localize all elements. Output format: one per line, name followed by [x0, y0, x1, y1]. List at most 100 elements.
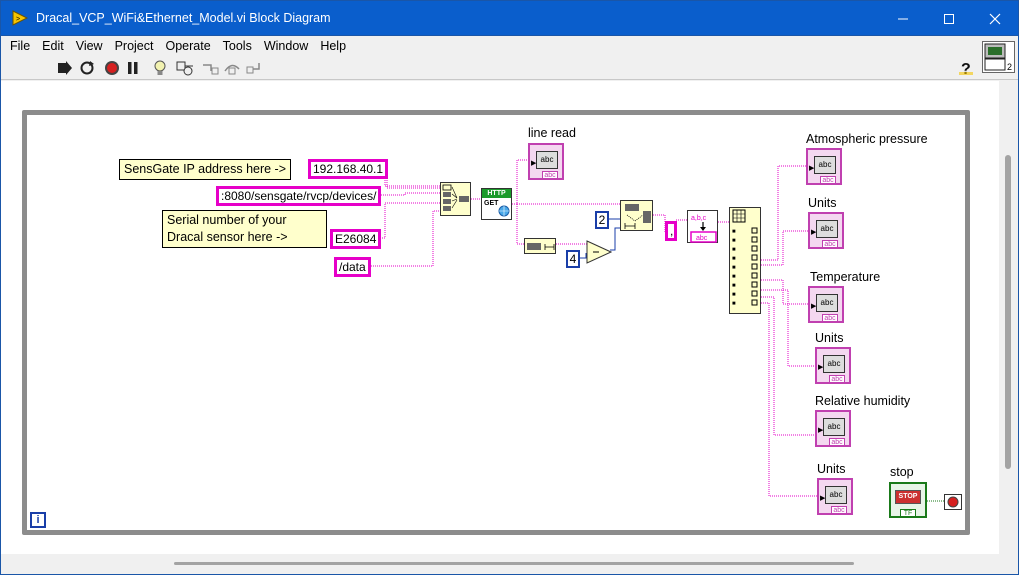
step-into-icon: [203, 64, 219, 75]
svg-text:■: ■: [732, 238, 736, 244]
indicator-arrow-icon: ▶: [818, 364, 824, 371]
help-question-icon: ?: [959, 61, 973, 78]
svg-text:■: ■: [732, 247, 736, 253]
ip-address-constant[interactable]: 192.168.40.1: [308, 159, 389, 179]
step-over-icon: [224, 64, 240, 75]
comma-delimiter-constant[interactable]: ,: [665, 221, 677, 241]
string-length-icon: [527, 243, 555, 250]
maximize-button[interactable]: [926, 1, 972, 37]
string-type-badge: abc: [822, 240, 838, 248]
vi-icon-connector-pane[interactable]: 2: [982, 41, 1015, 73]
step-into-button[interactable]: [201, 59, 219, 77]
temperature-label: Temperature: [810, 270, 881, 284]
menu-help[interactable]: Help: [320, 39, 347, 53]
http-get-label: GET: [484, 200, 499, 207]
while-loop[interactable]: [22, 110, 970, 535]
menu-edit[interactable]: Edit: [42, 39, 64, 53]
spreadsheet-string-to-array-node[interactable]: a,b,c abc: [687, 210, 718, 243]
svg-text:■: ■: [732, 256, 736, 262]
loop-condition-terminal[interactable]: [944, 494, 962, 510]
retain-wire-values-icon: [176, 61, 193, 76]
svg-text:a,b,c: a,b,c: [691, 215, 707, 222]
menu-operate[interactable]: Operate: [165, 39, 211, 53]
string-length-node[interactable]: [524, 238, 556, 254]
svg-text:■: ■: [732, 265, 736, 271]
subtract-node[interactable]: [586, 240, 612, 264]
minimize-icon: [898, 18, 908, 20]
vertical-scroll-thumb[interactable]: [1005, 155, 1011, 469]
run-button[interactable]: [56, 59, 74, 77]
string-type-badge: abc: [542, 171, 558, 179]
boolean-type-badge: TF: [900, 509, 916, 517]
context-help-button[interactable]: ?: [959, 58, 975, 78]
connector-number: 2: [1006, 62, 1012, 72]
serial-number-constant[interactable]: E26084: [330, 229, 382, 249]
path-constant[interactable]: :8080/sensgate/rvcp/devices/: [216, 186, 382, 206]
indicator-arrow-icon: ▶: [811, 303, 817, 310]
step-over-button[interactable]: [223, 59, 241, 77]
http-get-header: HTTP: [482, 189, 511, 198]
indicator-arrow-icon: ▶: [531, 160, 537, 167]
step-out-icon: [246, 63, 260, 74]
search-split-string-node[interactable]: [620, 200, 653, 231]
comment-ip[interactable]: SensGate IP address here ->: [119, 159, 292, 180]
run-arrow-icon: [58, 61, 72, 75]
stop-label: stop: [890, 465, 914, 479]
stop-button-control[interactable]: STOP TF: [889, 482, 927, 518]
indicator-arrow-icon: ▶: [809, 165, 815, 172]
toolbar: [0, 56, 1019, 80]
svg-text:■: ■: [732, 283, 736, 289]
vi-icon: [984, 43, 1006, 71]
concatenate-strings-node[interactable]: [440, 182, 471, 216]
menu-file[interactable]: File: [10, 39, 31, 53]
svg-text:■: ■: [732, 229, 736, 235]
lightbulb-icon: [154, 60, 166, 75]
loop-iteration-terminal[interactable]: i: [30, 512, 46, 528]
numeric-constant-4[interactable]: 4: [566, 250, 580, 268]
temperature-indicator[interactable]: ▶ abc abc: [808, 286, 844, 323]
numeric-constant-2[interactable]: 2: [595, 211, 609, 229]
string-type-badge: abc: [829, 438, 845, 446]
abort-button[interactable]: [103, 59, 121, 77]
menu-view[interactable]: View: [75, 39, 103, 53]
line-read-label: line read: [528, 126, 576, 140]
horizontal-scroll-thumb[interactable]: [174, 562, 854, 565]
retain-wire-values-button[interactable]: [176, 59, 194, 77]
run-continuously-icon: [80, 61, 94, 75]
step-out-button[interactable]: [245, 59, 263, 77]
units2-indicator[interactable]: ▶ abc abc: [815, 347, 851, 384]
indicator-arrow-icon: ▶: [820, 495, 826, 502]
atm-pressure-indicator[interactable]: ▶ abc abc: [806, 148, 842, 185]
svg-text:?: ?: [961, 61, 971, 78]
svg-text:■: ■: [732, 292, 736, 298]
menu-tools[interactable]: Tools: [222, 39, 252, 53]
rel-humidity-label: Relative humidity: [815, 394, 911, 408]
indicator-arrow-icon: ▶: [811, 229, 817, 236]
units1-indicator[interactable]: ▶ abc abc: [808, 212, 844, 249]
window-title: Dracal_VCP_WiFi&Ethernet_Model.vi Block …: [36, 11, 331, 25]
run-continuously-button[interactable]: [78, 59, 96, 77]
line-read-indicator[interactable]: ▶ abc abc: [528, 143, 564, 180]
string-type-badge: abc: [831, 506, 847, 514]
highlight-execution-button[interactable]: [151, 59, 169, 77]
labview-app-icon: >: [12, 10, 28, 26]
menu-project[interactable]: Project: [114, 39, 154, 53]
string-type-badge: abc: [822, 314, 838, 322]
string-type-badge: abc: [829, 375, 845, 383]
menu-window[interactable]: Window: [263, 39, 309, 53]
minimize-button[interactable]: [880, 1, 926, 37]
rel-humidity-indicator[interactable]: ▶ abc abc: [815, 410, 851, 447]
http-get-node[interactable]: HTTP GET: [481, 188, 512, 220]
string-type-badge: abc: [820, 176, 836, 184]
data-path-constant[interactable]: /data: [334, 257, 371, 277]
concatenate-icon: [442, 184, 469, 211]
units3-indicator[interactable]: ▶ abc abc: [817, 478, 853, 515]
index-array-node[interactable]: ■ ■ ■ ■ ■ ■ ■ ■ ■: [729, 207, 761, 314]
stop-condition-icon: [947, 496, 959, 508]
maximize-icon: [944, 14, 954, 24]
index-array-icon: ■ ■ ■ ■ ■ ■ ■ ■ ■: [732, 209, 758, 307]
close-button[interactable]: [972, 1, 1018, 37]
pause-button[interactable]: [124, 59, 142, 77]
comment-serial[interactable]: Serial number of your Dracal sensor here…: [162, 210, 327, 248]
